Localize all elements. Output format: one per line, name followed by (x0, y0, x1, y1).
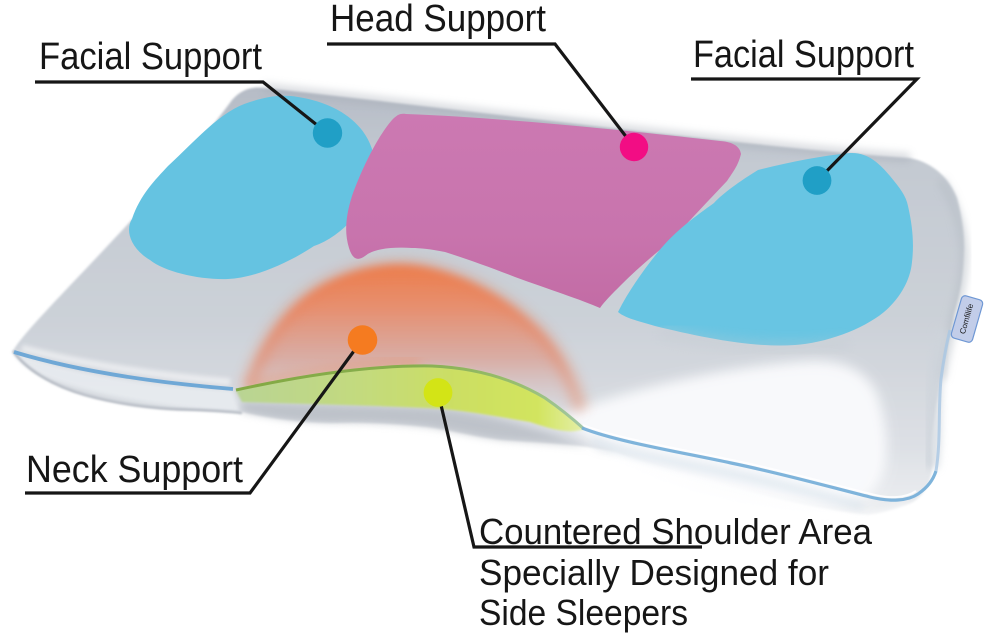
svg-text:Facial Support: Facial Support (39, 36, 262, 78)
svg-text:Countered Shoulder Area: Countered Shoulder Area (479, 511, 873, 552)
svg-text:Specially Designed for: Specially Designed for (479, 552, 829, 593)
svg-text:Neck Support: Neck Support (26, 449, 243, 491)
svg-text:Head Support: Head Support (330, 0, 546, 40)
svg-text:Facial Support: Facial Support (693, 34, 914, 76)
svg-text:Side Sleepers: Side Sleepers (479, 592, 688, 633)
